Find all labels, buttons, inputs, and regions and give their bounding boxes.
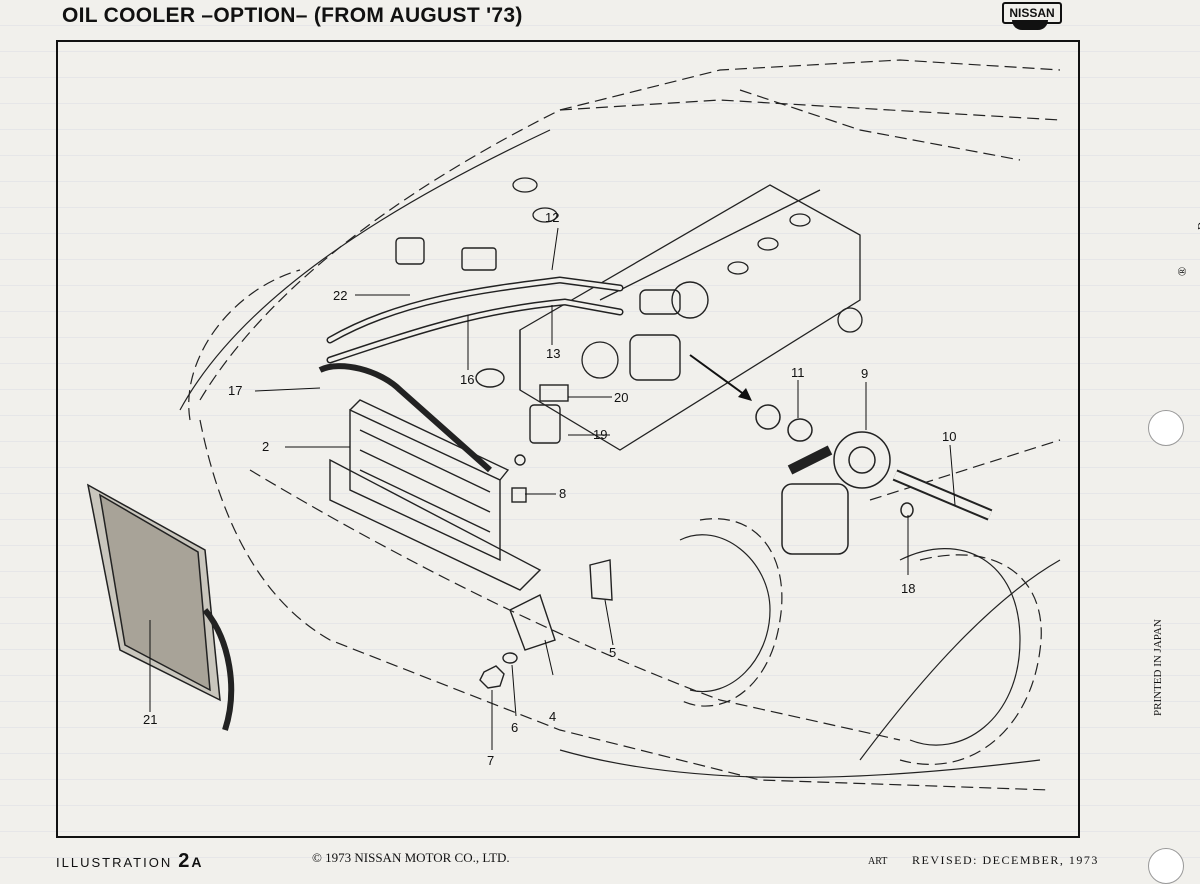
callout-7: 7 (487, 753, 495, 768)
callout-16: 16 (460, 372, 475, 387)
side-mark-d: D (1196, 222, 1200, 230)
binder-hole (1148, 410, 1184, 446)
leader-lines (149, 227, 956, 750)
hose-clamp (395, 237, 505, 388)
callout-8: 8 (559, 486, 567, 501)
arrow-head (738, 388, 752, 401)
nissan-logo-disc (1012, 20, 1048, 30)
side-mark-registered: ® (1175, 266, 1189, 276)
callout-9: 9 (861, 366, 869, 381)
oil-temp-switch (514, 384, 569, 466)
callout-13: 13 (546, 346, 561, 361)
engine-filter-adaptor (629, 281, 709, 381)
illustration-number: 2 (178, 850, 190, 872)
printed-in-japan: PRINTED IN JAPAN (1152, 619, 1164, 716)
bracket (479, 487, 613, 689)
callout-2: 2 (262, 439, 270, 454)
fender-outline (179, 129, 1061, 779)
callout-17: 17 (228, 383, 243, 398)
callout-21: 21 (143, 712, 158, 727)
art-text: ART (868, 856, 888, 867)
filter-adaptor (755, 404, 993, 555)
callout-6: 6 (511, 720, 519, 735)
copyright-text: © 1973 NISSAN MOTOR CO., LTD. (312, 850, 510, 865)
vehicle-outline (188, 59, 1061, 791)
callout-10: 10 (942, 429, 957, 444)
illustration-suffix: A (191, 854, 202, 870)
illustration-frame (56, 40, 1080, 838)
callout-12: 12 (545, 210, 560, 225)
oil-cooler-core (318, 363, 542, 591)
revised-date: REVISED: DECEMBER, 1973 (912, 853, 1099, 867)
callout-20: 20 (614, 390, 629, 405)
binder-hole (1148, 848, 1184, 884)
callout-11: 11 (791, 365, 805, 380)
engine-block (512, 177, 863, 451)
illustration-word: ILLUSTRATION (56, 855, 173, 870)
callout-19: 19 (593, 427, 608, 442)
callout-4: 4 (549, 709, 557, 724)
page-title: OIL COOLER –OPTION– (FROM AUGUST '73) (62, 4, 523, 27)
callout-5: 5 (609, 645, 617, 660)
callout-18: 18 (901, 581, 916, 596)
callout-22: 22 (333, 288, 348, 303)
nissan-logo: NISSAN (1002, 2, 1062, 24)
direction-arrow (689, 354, 746, 396)
cooler-cover-panel (86, 483, 235, 731)
